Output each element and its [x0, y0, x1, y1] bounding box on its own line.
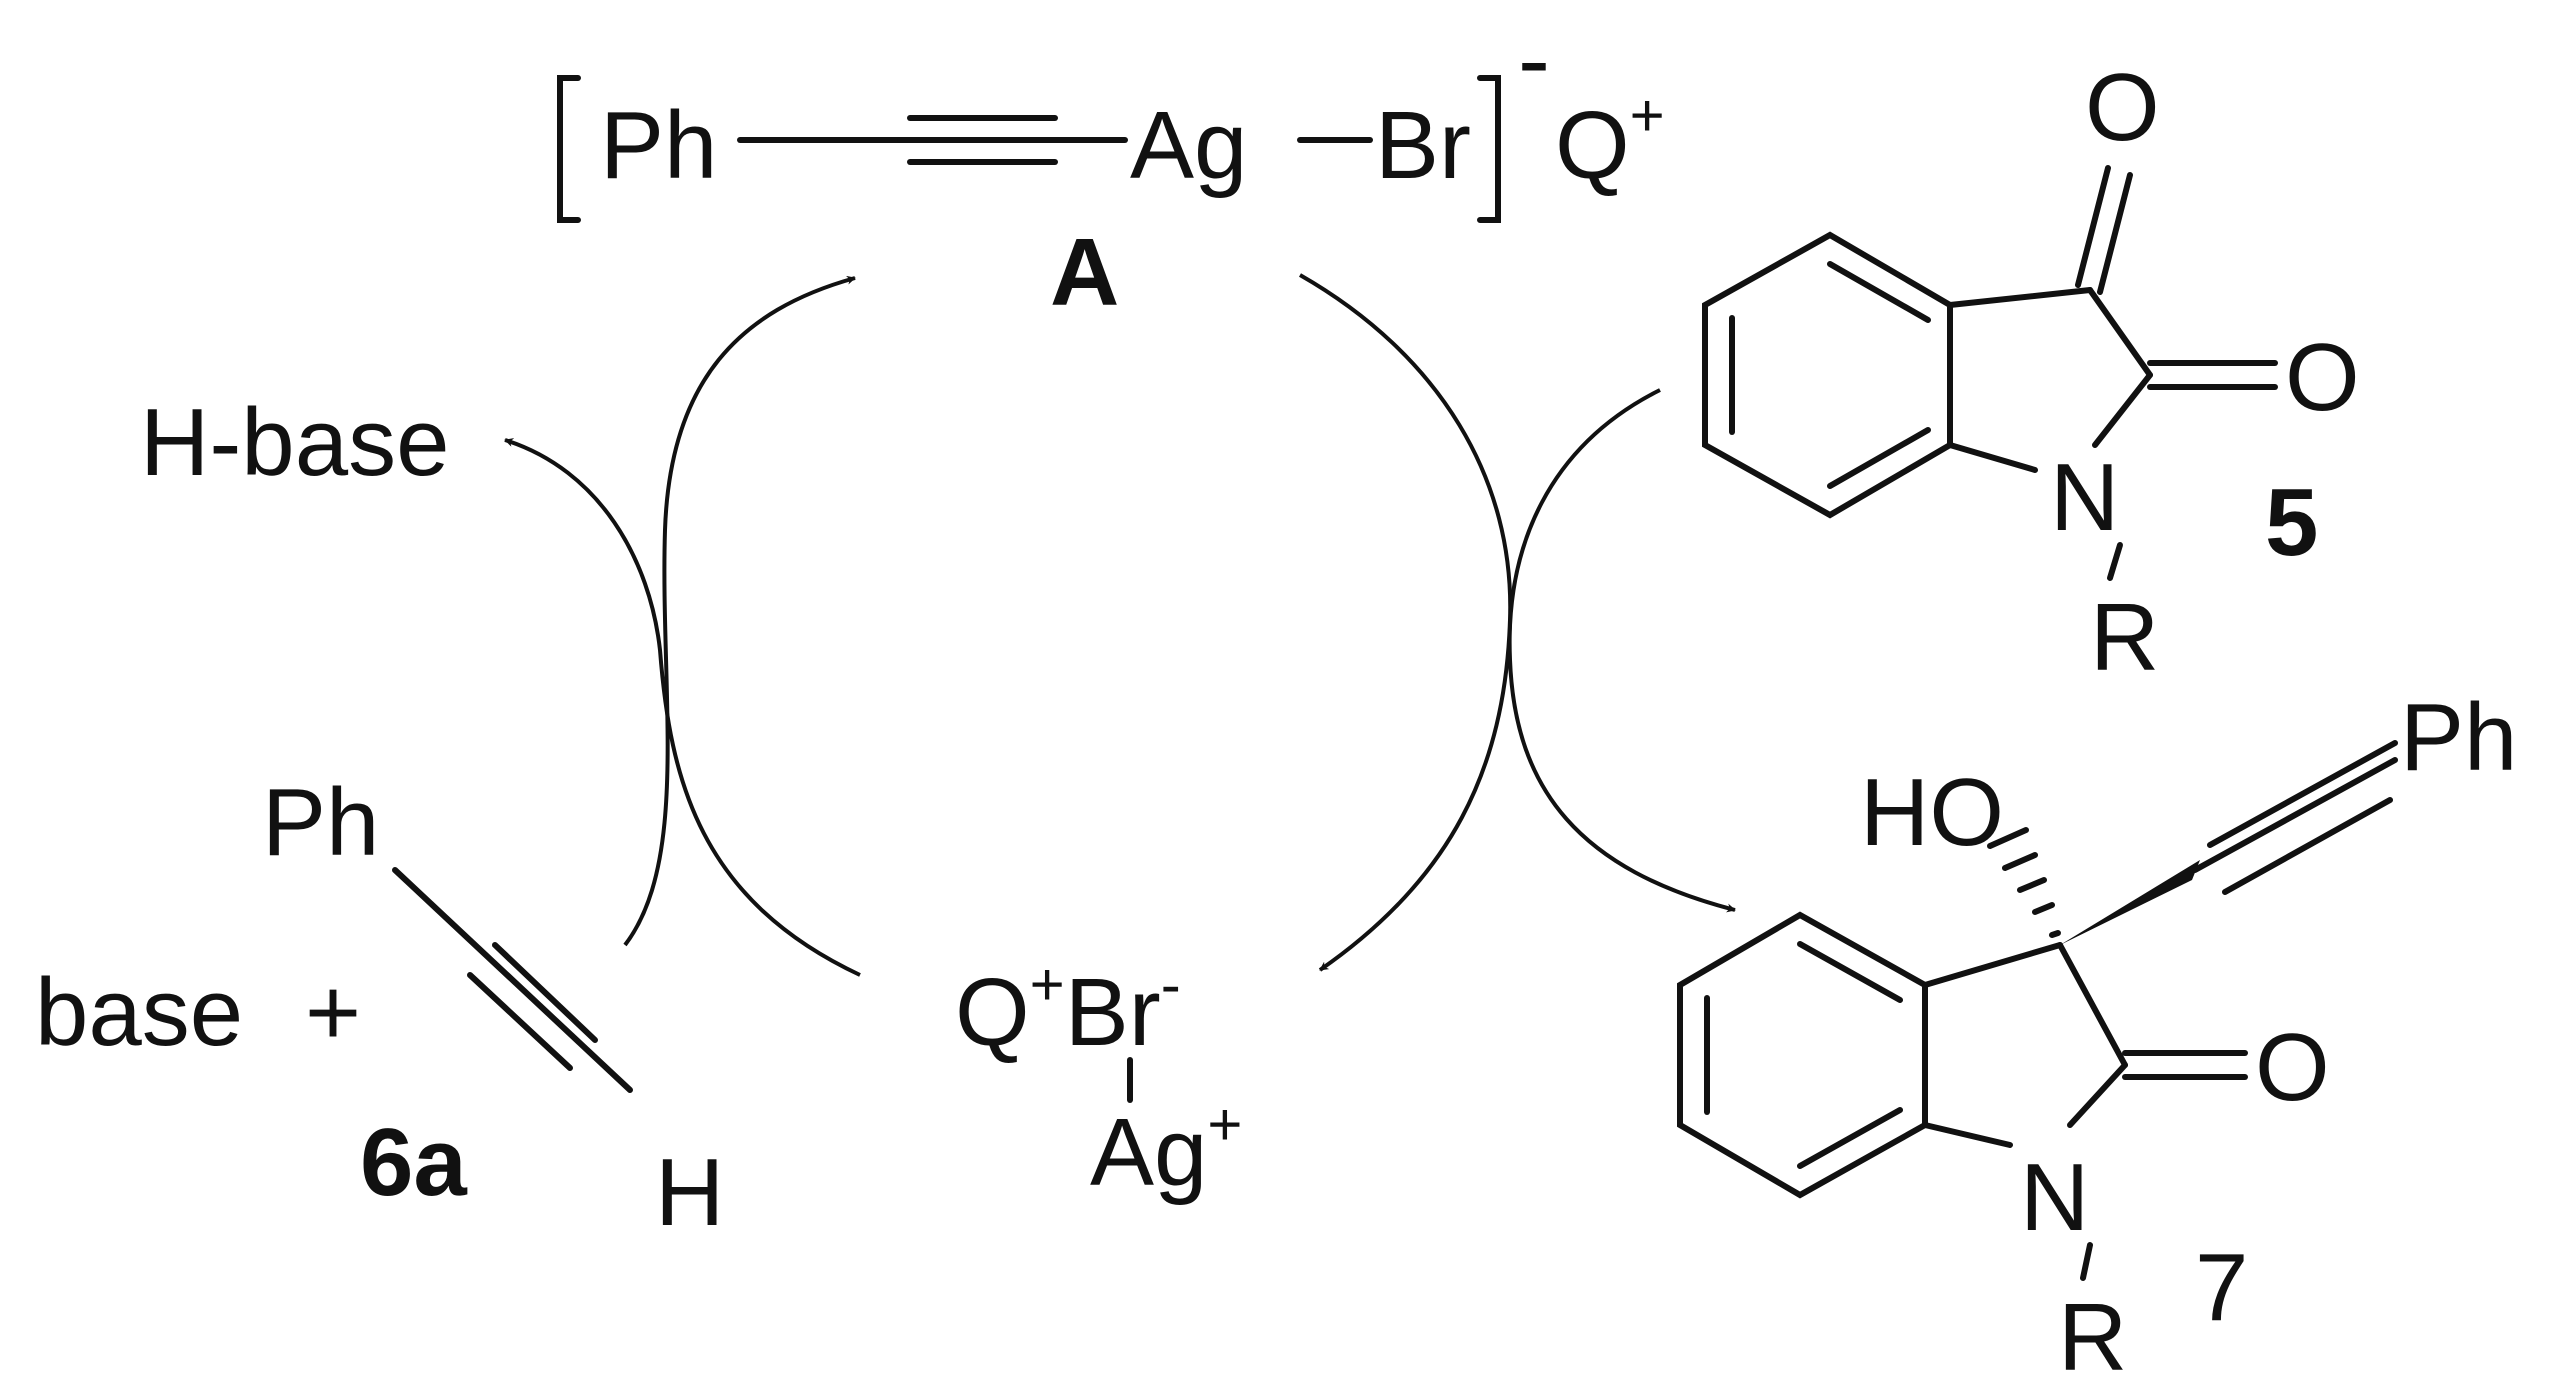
cycle-arrows — [504, 273, 1736, 977]
complex-br-label: Br — [1375, 92, 1471, 199]
product-ph-label: Ph — [2400, 684, 2517, 791]
product-aromatic-inner-3 — [1797, 1107, 1903, 1169]
product-o-label: O — [2255, 1014, 2330, 1121]
product-c2-n — [2067, 1062, 2128, 1128]
isatin-n-c7a — [1947, 442, 2038, 473]
quaternary-salt-silver: Q+Br- Ag+ — [955, 951, 1242, 1206]
product-n-c7a — [1922, 1122, 2013, 1148]
product-c3-c2 — [2057, 942, 2128, 1068]
right-bracket — [1477, 75, 1501, 223]
compound-6a-label: 6a — [360, 1109, 467, 1216]
alkyne-ph-label: Ph — [262, 769, 379, 876]
phenylacetylene-6a: Ph H 6a — [262, 769, 724, 1246]
alkyne-h-label: H — [655, 1139, 724, 1246]
product-r-label: R — [2058, 1284, 2127, 1390]
product-alkyne-inner — [2222, 797, 2393, 895]
product-n-label: N — [2020, 1144, 2089, 1251]
compound-7-label: 7 — [2195, 1234, 2248, 1341]
product-alkyne-center — [2192, 757, 2398, 873]
product-ho-label: HO — [1860, 759, 2004, 866]
product-alkyne-outer — [2207, 740, 2398, 848]
counter-ion-q: Q+ — [1555, 82, 1665, 199]
isatin-r-label: R — [2090, 584, 2159, 691]
complex-A-label: A — [1050, 219, 1119, 326]
isatin-aromatic-inner-2 — [1827, 261, 1931, 323]
isatin-benzene-ring — [1702, 231, 1953, 519]
arrow-complex-to-salt — [1299, 273, 1513, 972]
hashed-wedge-oh — [1987, 827, 2061, 938]
left-bracket — [557, 75, 581, 223]
bold-wedge-alkyne — [2060, 860, 2200, 945]
product-c3a-c3 — [1922, 942, 2063, 988]
isatin-o2-label: O — [2285, 324, 2360, 431]
arrow-isatin-to-product — [1507, 388, 1736, 913]
alkyne-bond-center — [392, 867, 633, 1093]
isatin-c3-c2 — [2087, 287, 2153, 378]
complex-charge: - — [1518, 6, 1550, 113]
isatin-5: O O N R 5 — [1702, 54, 2360, 691]
complex-ph-label: Ph — [600, 92, 717, 199]
isatin-c3-o-1 — [2075, 165, 2111, 288]
salt-ag-label: Ag+ — [1090, 1091, 1242, 1206]
arrow-deprotonation-to-h-base — [504, 438, 861, 977]
isatin-n-label: N — [2050, 444, 2119, 551]
isatin-aromatic-inner-3 — [1827, 427, 1931, 489]
isatin-c3a-c3 — [1947, 287, 2093, 308]
product-n-r — [2080, 1242, 2093, 1281]
base-label: base — [35, 959, 243, 1066]
compound-5-label: 5 — [2265, 469, 2318, 576]
complex-ag-label: Ag — [1130, 92, 1247, 199]
h-base-label: H-base — [140, 389, 449, 496]
product-benzene-ring — [1677, 911, 1928, 1199]
salt-qbr-label: Q+Br- — [955, 951, 1181, 1066]
silver-acetylide-complex-A: Ph Ag Br - Q+ A — [557, 6, 1665, 326]
alkyne-bond-inner — [467, 972, 573, 1071]
isatin-c3-o-2 — [2097, 172, 2133, 295]
isatin-c2-n — [2092, 372, 2153, 448]
arrow-alkyne-to-complex — [623, 275, 856, 947]
propargylic-alcohol-7: Ph HO O N R 7 — [1677, 684, 2517, 1390]
alkyne-bond-outer — [492, 942, 598, 1043]
isatin-o3-label: O — [2085, 54, 2160, 161]
product-aromatic-inner-2 — [1797, 941, 1903, 1003]
isatin-n-r — [2107, 542, 2123, 581]
plus-sign: + — [305, 959, 361, 1066]
